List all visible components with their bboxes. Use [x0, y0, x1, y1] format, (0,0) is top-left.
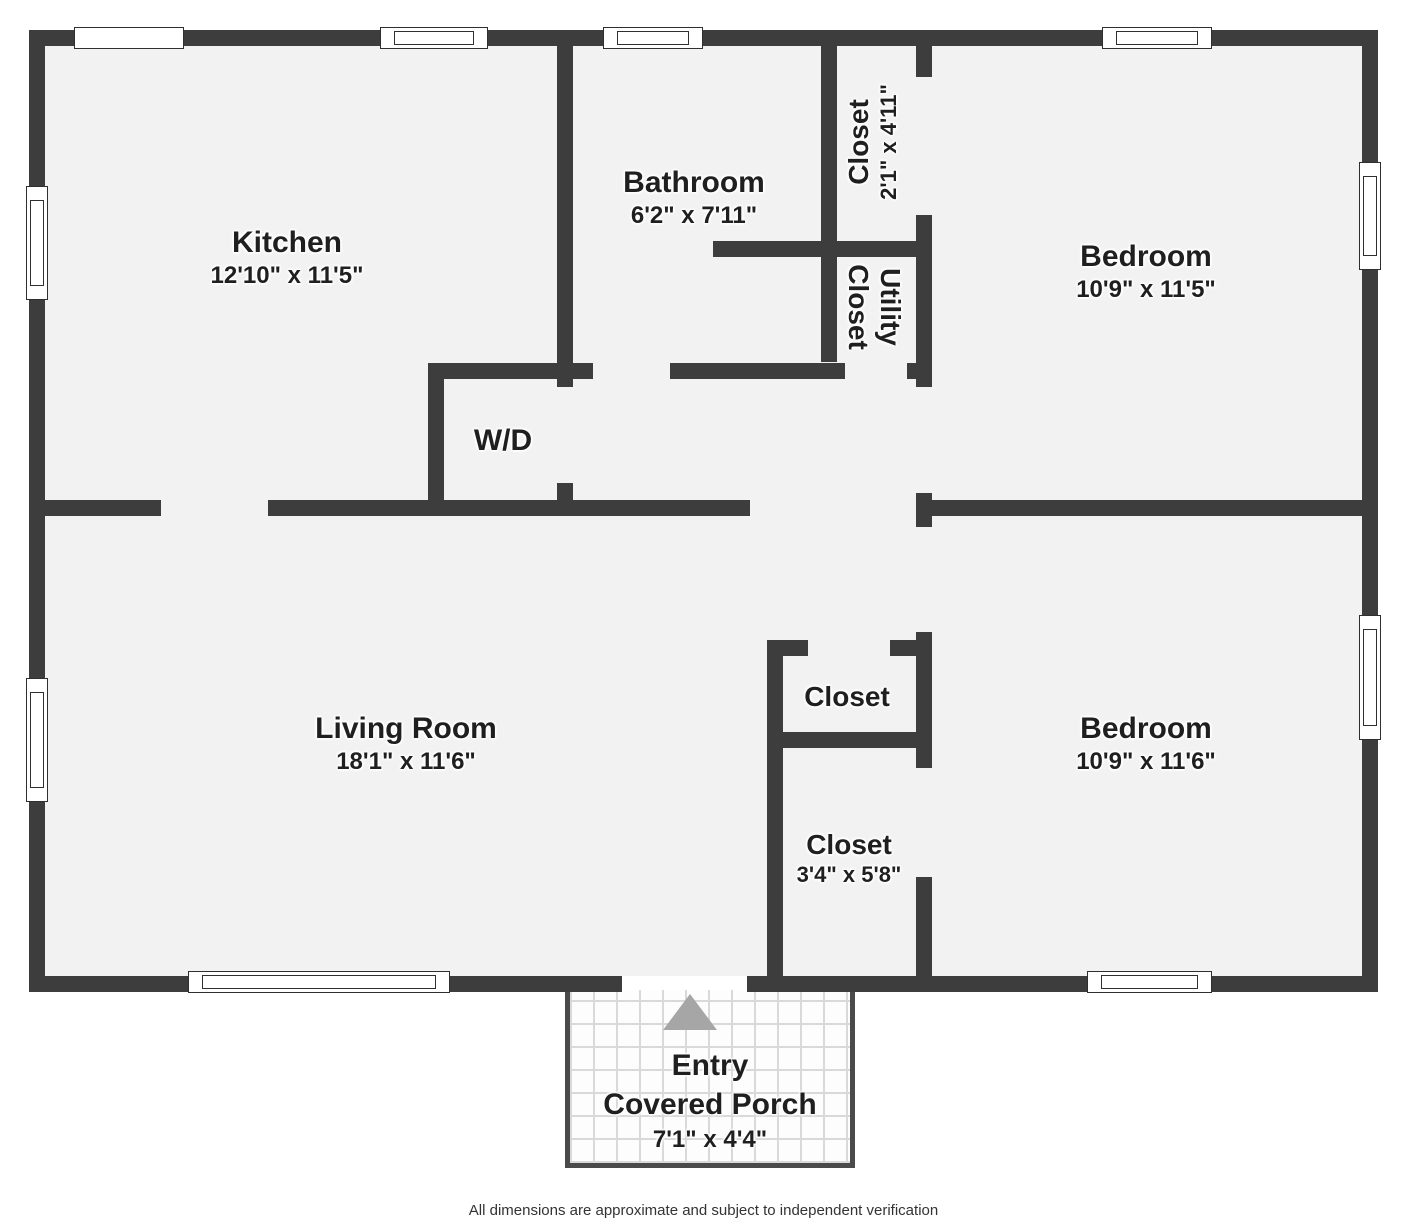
room-dimensions: 12'10" x 11'5": [210, 261, 364, 289]
wall-closet-bedroom: [916, 877, 932, 976]
wall-exterior-left: [29, 30, 45, 992]
window: [26, 186, 48, 300]
room-label-bedroom-top: Bedroom 10'9" x 11'5": [1076, 240, 1216, 305]
room-label-wd: W/D: [474, 424, 532, 459]
room-dimensions: 6'2" x 7'11": [630, 201, 758, 229]
room-dimensions: 7'1" x 4'4": [652, 1126, 768, 1153]
wall-closet-utility: [713, 241, 932, 257]
window: [603, 27, 703, 49]
wall-bedroom-divider: [932, 500, 1362, 516]
window: [1359, 615, 1381, 740]
window: [1102, 27, 1212, 49]
wall-hall-bedroom: [916, 46, 932, 77]
room-dimensions: 3'4" x 5'8": [796, 862, 902, 888]
room-label-closet-lower: Closet 3'4" x 5'8": [797, 829, 902, 889]
wall-hall-bedroom: [916, 215, 932, 387]
room-name: Closet: [843, 99, 875, 185]
wall-bathroom-closet: [821, 46, 837, 362]
room-name: Living Room: [315, 711, 497, 745]
room-name: Bedroom: [1080, 239, 1212, 273]
wall-kitchen-bathroom: [557, 46, 573, 387]
room-name: Covered Porch: [603, 1088, 817, 1121]
wall-closet-divider: [783, 732, 916, 748]
room-label-closet-top: Closet 2'1" x 4'11": [843, 84, 903, 200]
window: [188, 971, 450, 993]
room-name: Closet: [806, 829, 892, 861]
room-label-closet-mid: Closet: [804, 681, 890, 713]
window: [1087, 971, 1212, 993]
wall-midcloset-top: [767, 640, 808, 656]
window: [74, 27, 184, 49]
room-label-utility-closet: Utility Closet: [842, 264, 906, 350]
wall-kitchen-living: [45, 500, 161, 516]
room-dimensions: 10'9" x 11'6": [1076, 747, 1216, 775]
wall-hallway-top: [907, 363, 932, 379]
room-name: Utility: [875, 268, 907, 346]
room-dimensions: 18'1" x 11'6": [336, 747, 476, 775]
room-name: Kitchen: [231, 225, 342, 259]
room-name: Closet: [843, 264, 874, 350]
wall-kitchen-living: [268, 500, 750, 516]
disclaimer-text: All dimensions are approximate and subje…: [468, 1202, 939, 1219]
wall-exterior-right: [1362, 30, 1378, 992]
room-dimensions: 2'1" x 4'11": [876, 84, 902, 200]
room-name: Closet: [804, 680, 890, 712]
wall-hall-bedroom: [916, 493, 932, 527]
window: [380, 27, 488, 49]
wall-midcloset-top: [890, 640, 932, 656]
wall-exterior-top: [29, 30, 1378, 46]
room-dimensions: 10'9" x 11'5": [1076, 275, 1216, 303]
room-name: W/D: [473, 423, 533, 457]
covered-porch: Entry Covered Porch 7'1" x 4'4": [565, 990, 855, 1168]
wall-wd-left: [428, 363, 444, 516]
wall-hallway-top: [670, 363, 845, 379]
window: [1359, 162, 1381, 270]
wall-closet-bedroom: [916, 632, 932, 768]
wall-exterior-bottom: [747, 976, 1378, 992]
entry-arrow-icon: [663, 994, 717, 1030]
room-label-living-room: Living Room 18'1" x 11'6": [315, 712, 497, 777]
room-name: Entry: [671, 1049, 749, 1082]
room-label-kitchen: Kitchen 12'10" x 11'5": [211, 226, 364, 291]
room-label-bedroom-bottom: Bedroom 10'9" x 11'6": [1076, 712, 1216, 777]
wall-closets-left: [767, 640, 783, 976]
room-name: Bathroom: [623, 165, 765, 199]
room-label-bathroom: Bathroom 6'2" x 7'11": [623, 166, 765, 231]
window: [26, 678, 48, 802]
room-label-porch: Entry Covered Porch 7'1" x 4'4": [570, 1046, 850, 1155]
room-name: Bedroom: [1080, 711, 1212, 745]
wall-hallway-top: [428, 363, 593, 379]
